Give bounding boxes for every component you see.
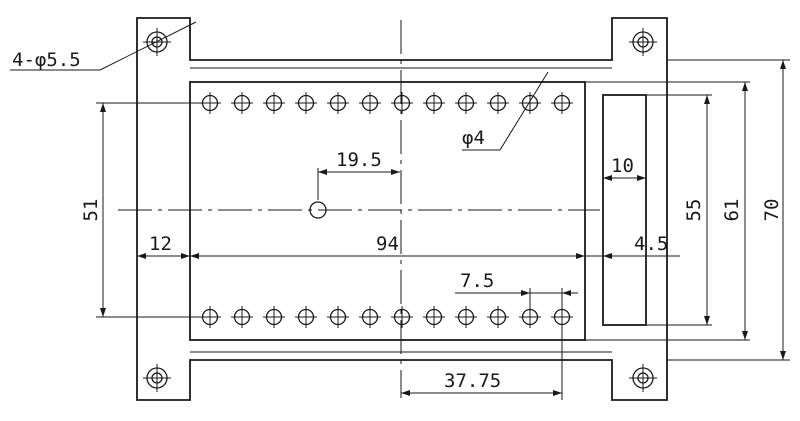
leader-mount-hole [10,21,197,71]
dim-height-55 [646,94,712,326]
dim-width-10 [603,175,646,181]
leader-pin-hole [462,71,549,151]
dim-height-51 [96,102,206,318]
label-height-61: 61 [721,199,743,222]
top-pin [263,92,285,114]
label-width-10: 10 [611,155,634,177]
top-pin [295,92,317,114]
dim-gap [585,253,680,259]
top-pin [551,92,573,114]
top-pin [519,92,541,114]
top-pin [391,92,413,114]
dim-center-offset [317,168,400,200]
dim-height-70 [667,59,790,361]
mount-hole [629,364,657,392]
bottom-pin [487,306,509,328]
bottom-pin [391,306,413,328]
top-pin [423,92,445,114]
label-left-margin: 12 [149,233,172,255]
top-pin [455,92,477,114]
mount-hole [629,28,657,56]
top-pin [327,92,349,114]
pin-row-bottom [199,306,573,328]
top-pin [231,92,253,114]
dim-half-span [401,318,563,400]
bottom-pin [231,306,253,328]
mount-hole [143,364,171,392]
bottom-pin [359,306,381,328]
dim-left-margin [137,253,190,259]
bottom-pin [455,306,477,328]
bottom-pin [423,306,445,328]
label-half-span: 37.75 [444,370,501,392]
terminal-body [189,81,586,341]
pin-row-top [199,92,573,114]
label-height-51: 51 [80,199,102,222]
label-center-offset: 19.5 [336,149,382,171]
label-height-70: 70 [761,199,783,222]
bottom-pin [263,306,285,328]
dim-height-61 [667,81,750,341]
center-hole [309,201,327,219]
label-pin-hole: φ4 [462,127,485,149]
dim-pin-pitch [455,288,578,318]
bottom-pin [327,306,349,328]
label-body-width: 94 [376,233,399,255]
dim-body-width [190,253,585,259]
label-height-55: 55 [683,199,705,222]
bottom-pin [295,306,317,328]
top-pin [487,92,509,114]
flange-outline [136,17,668,401]
label-mount-hole: 4-φ5.5 [12,49,81,71]
label-gap: 4.5 [634,233,668,255]
side-block [602,94,647,326]
top-pin [359,92,381,114]
label-pin-pitch: 7.5 [460,270,494,292]
